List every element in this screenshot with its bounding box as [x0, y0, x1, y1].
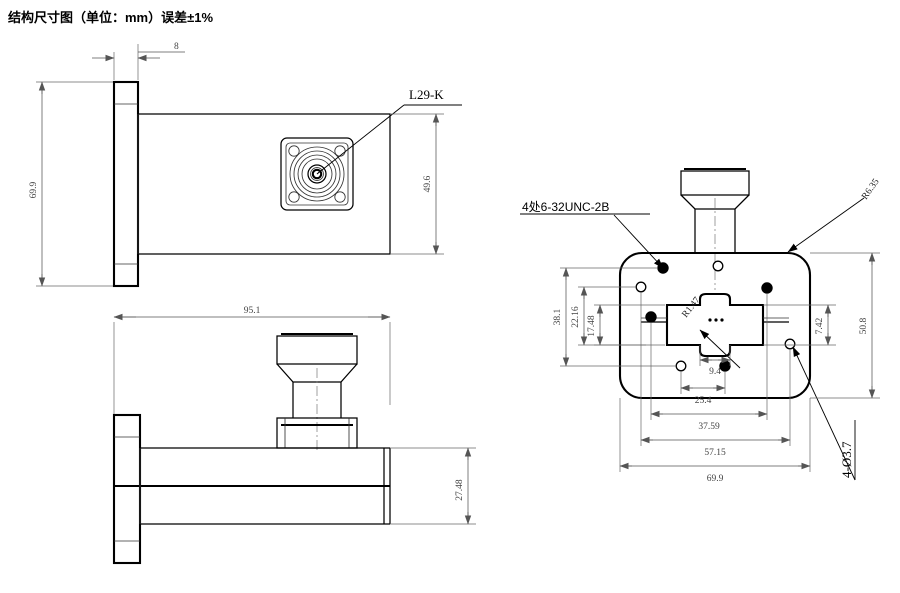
dimension-69-9-end: 69.9	[619, 398, 811, 484]
page-title: 结构尺寸图（单位：mm）误差±1%	[8, 10, 214, 25]
dimension-17-48: 17.48	[587, 304, 665, 346]
dim-value-17-48: 17.48	[587, 315, 597, 337]
dim-value-8: 8	[174, 42, 179, 52]
callout-thread: 4处6-32UNC-2B	[520, 200, 664, 269]
dimension-25-4: 25.4	[680, 371, 726, 406]
side-connector	[276, 332, 358, 450]
connector-face-square	[280, 137, 354, 211]
dim-value-57-15: 57.15	[704, 448, 726, 458]
dim-value-27-48: 27.48	[455, 479, 465, 501]
dim-value-69-9-end: 69.9	[707, 474, 724, 484]
label-4-dia-3-7: 4-Ø3.7	[839, 441, 854, 478]
view-front: 8 69.9	[29, 42, 462, 288]
front-flange-plate	[112, 80, 140, 288]
dimension-flange-height: 69.9	[29, 81, 114, 287]
callout-holes: 4-Ø3.7	[792, 346, 856, 481]
dim-value-7-42: 7.42	[815, 317, 825, 334]
clearance-hole-right	[784, 338, 796, 350]
dimension-flange-thickness: 8	[92, 42, 185, 80]
view-end: 4处6-32UNC-2B R6.35 R1.47 4-Ø3.7 38.1	[520, 167, 882, 484]
dim-value-69-9: 69.9	[29, 181, 39, 198]
end-connector	[680, 167, 750, 290]
callout-r147: R1.47	[680, 295, 741, 369]
label-r6-35: R6.35	[860, 177, 882, 202]
side-body	[114, 447, 391, 525]
dimension-body-height: 49.6	[390, 113, 444, 255]
end-flange-outline	[618, 251, 812, 400]
dim-value-37-59: 37.59	[698, 422, 720, 432]
end-threaded-holes	[645, 262, 773, 372]
dimension-body-depth: 27.48	[390, 447, 476, 525]
label-thread: 4处6-32UNC-2B	[522, 200, 609, 214]
dim-value-50-8: 50.8	[859, 317, 869, 334]
clearance-hole-bottom	[675, 360, 687, 372]
clearance-hole-left	[635, 281, 647, 293]
end-clearance-holes	[635, 260, 796, 372]
dimension-38-1: 38.1	[553, 267, 676, 367]
threaded-hole-bl	[645, 311, 657, 323]
dim-value-38-1: 38.1	[553, 308, 563, 325]
view-side: 95.1	[112, 306, 476, 565]
dimension-57-15: 57.15	[640, 292, 791, 458]
dim-value-49-6: 49.6	[423, 175, 433, 192]
callout-l29k: L29-K	[316, 87, 462, 175]
threaded-hole-br	[719, 360, 731, 372]
dim-value-9-4: 9.4	[709, 367, 721, 377]
dimension-22-16: 22.16	[571, 286, 646, 346]
dimension-9-4: 9.4	[699, 345, 731, 377]
dimension-overall-length: 95.1	[113, 306, 391, 415]
front-body	[137, 113, 391, 255]
dim-value-95-1: 95.1	[244, 306, 261, 316]
callout-r635: R6.35	[787, 177, 882, 253]
label-l29k: L29-K	[409, 87, 444, 102]
dimension-7-42: 7.42	[763, 304, 836, 346]
side-flange-plate	[112, 413, 142, 565]
threaded-hole-tr	[761, 282, 773, 294]
dim-value-25-4: 25.4	[695, 396, 712, 406]
dimension-50-8: 50.8	[810, 252, 880, 399]
dim-value-22-16: 22.16	[571, 306, 581, 328]
dimension-37-59: 37.59	[650, 293, 768, 432]
clearance-hole-top	[712, 260, 724, 272]
